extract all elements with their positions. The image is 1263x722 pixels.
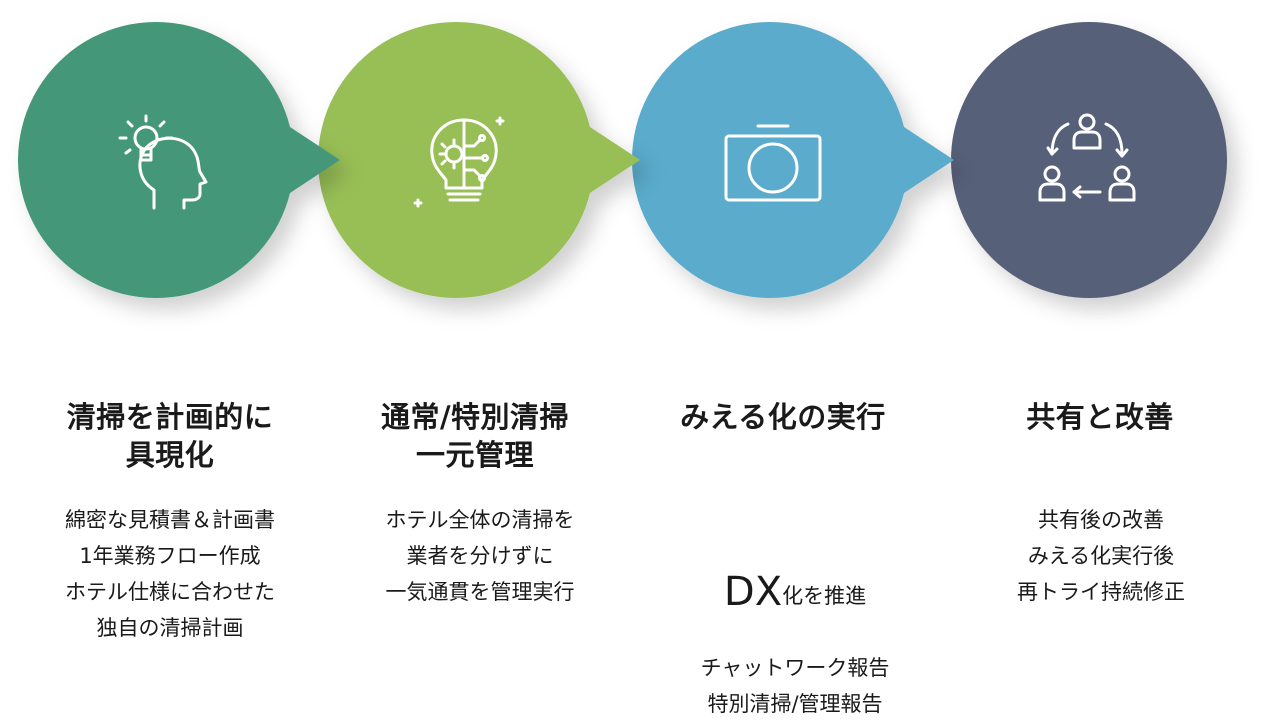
step-2-shape — [318, 22, 640, 299]
step-3-description-block: DX化を推進 チャットワーク報告 特別清掃/管理報告 — [645, 500, 945, 722]
step-3-description: チャットワーク報告 特別清掃/管理報告 — [700, 656, 890, 716]
tech-lightbulb-icon — [410, 104, 520, 214]
step-4-shape — [945, 22, 1255, 298]
step-1-description: 綿密な見積書＆計画書 1年業務フロー作成 ホテル仕様に合わせた 独自の清掃計画 — [65, 508, 275, 640]
idea-head-icon — [108, 108, 218, 218]
step-2-description: ホテル全体の清掃を 業者を分けずに 一気通貫を管理実行 — [385, 508, 575, 604]
dx-suffix: 化を推進 — [782, 584, 867, 608]
step-4-title: 共有と改善 — [1026, 400, 1174, 434]
dx-label: DX — [723, 569, 783, 615]
step-4-description: 共有後の改善 みえる化実行後 再トライ持続修正 — [1017, 508, 1185, 604]
process-flow — [0, 0, 1263, 360]
camera-icon — [718, 110, 828, 220]
step-3-shape — [632, 22, 954, 299]
step-1-shape — [18, 22, 340, 299]
share-cycle-icon — [1032, 104, 1142, 214]
step-1-title: 清掃を計画的に 具現化 — [66, 400, 274, 472]
step-2-title: 通常/特別清掃 一元管理 — [380, 400, 570, 472]
dx-line: DX化を推進 — [645, 536, 945, 614]
step-3-title: みえる化の実行 — [680, 400, 886, 434]
